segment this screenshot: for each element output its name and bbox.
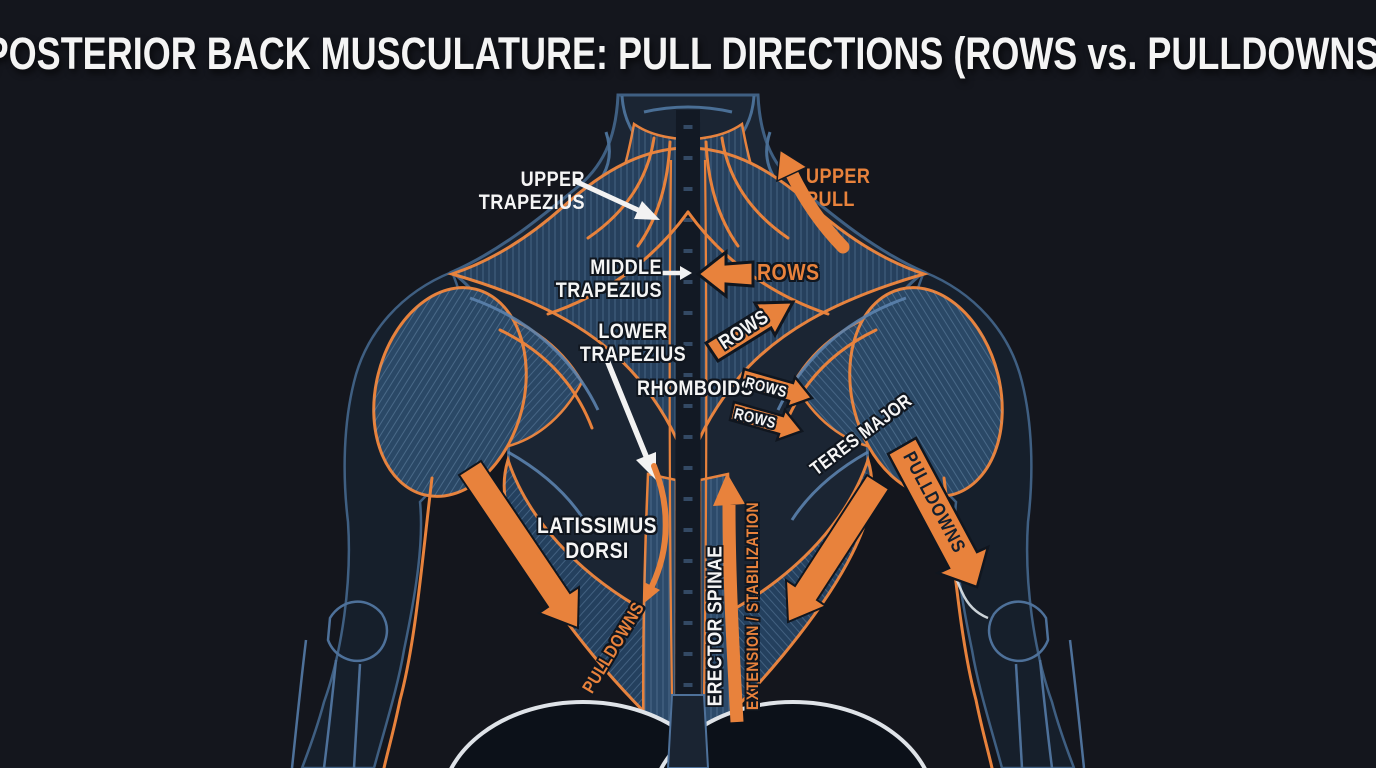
label-rows-middle: ROWS <box>757 259 820 285</box>
label-upper-trapezius: UPPER TRAPEZIUS <box>460 168 585 214</box>
upper-pull-line1: UPPER <box>806 165 871 188</box>
label-extension-stabilization: EXTENSION / STABILIZATION <box>743 501 762 711</box>
middle-trap-pointer-arrow <box>659 266 692 280</box>
rows-arrow-left <box>695 248 755 300</box>
latissimus-dorsi-line2: DORSI <box>565 537 629 563</box>
label-latissimus-dorsi: LATISSIMUS DORSI <box>528 513 666 564</box>
rows-arrow-diagonal <box>703 300 796 364</box>
label-erector-spinae: ERECTOR SPINAE <box>703 545 727 707</box>
lower-trap-pointer-arrow <box>604 357 656 480</box>
extension-arrow-up <box>713 473 745 723</box>
middle-trapezius-line1: MIDDLE <box>590 256 662 279</box>
page-title: POSTERIOR BACK MUSCULATURE: PULL DIRECTI… <box>0 28 1376 79</box>
latissimus-dorsi-line1: LATISSIMUS <box>536 513 658 538</box>
label-middle-trapezius: MIDDLE TRAPEZIUS <box>548 256 662 302</box>
upper-pull-line2: PULL <box>806 188 855 212</box>
pulldowns-arrow-right <box>886 436 990 589</box>
right-elbow-bones <box>987 600 1086 768</box>
lower-trapezius-line2: TRAPEZIUS <box>579 343 687 367</box>
rows-arrow-rhomboid-lower <box>728 400 805 443</box>
lower-trapezius-line1: LOWER <box>598 320 668 343</box>
pulldowns-arrow-left <box>457 459 581 630</box>
label-lower-trapezius: LOWER TRAPEZIUS <box>573 320 693 366</box>
pull-arrow-down-left <box>784 473 891 624</box>
left-elbow-bones <box>290 600 389 768</box>
middle-trapezius-line2: TRAPEZIUS <box>555 279 662 303</box>
rows-arrow-rhomboid-upper <box>738 367 815 410</box>
lat-curve-arrow <box>643 463 669 604</box>
upper-trapezius-line1: UPPER <box>520 168 585 191</box>
upper-trap-pointer-arrow <box>574 179 660 220</box>
body-illustration <box>290 93 1086 768</box>
label-rhomboids: RHOMBOIDS <box>637 377 754 400</box>
upper-pull-arrow <box>776 148 850 254</box>
sacrum <box>666 694 710 768</box>
glutes <box>449 694 927 768</box>
annotation-arrows <box>457 148 990 723</box>
label-upper-pull: UPPER PULL <box>806 165 870 211</box>
orange-contours <box>382 136 994 768</box>
upper-trapezius-line2: TRAPEZIUS <box>478 191 585 215</box>
